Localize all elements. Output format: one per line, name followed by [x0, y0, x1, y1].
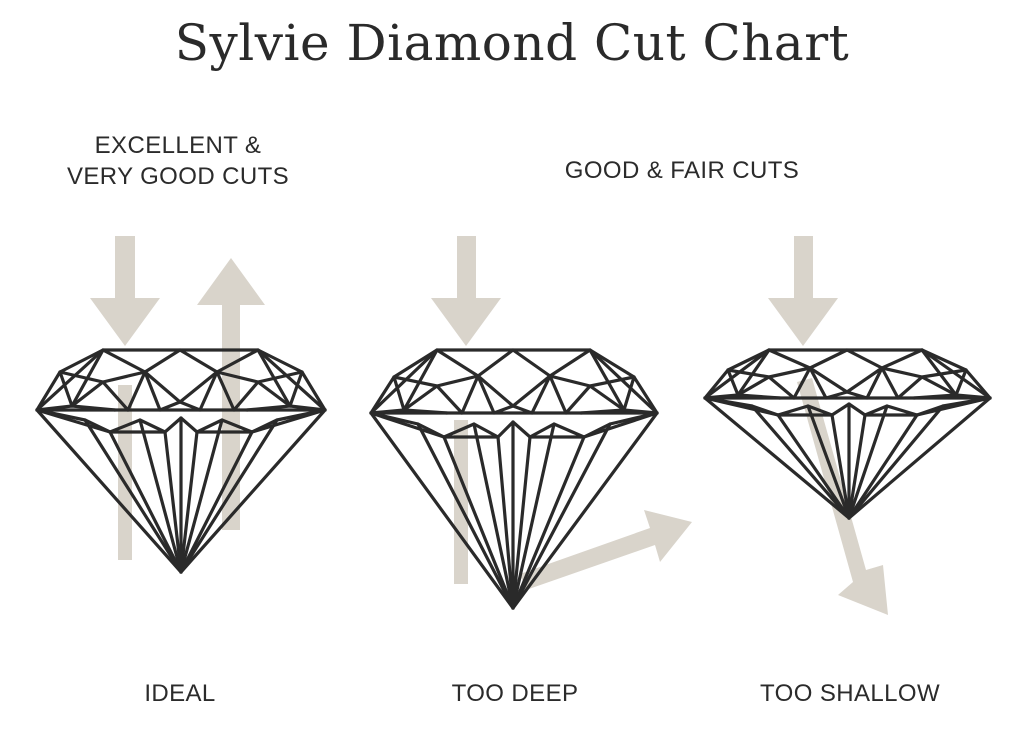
too-shallow-diamond	[703, 348, 992, 520]
ideal-return-arrow	[197, 258, 265, 530]
good-fair-label: GOOD & FAIR CUTS	[564, 157, 800, 184]
ideal-incoming-arrow	[90, 236, 160, 346]
excellent-very-good-label: EXCELLENT & VERY GOOD CUTS	[40, 130, 316, 192]
too-shallow-incoming-arrow	[768, 236, 838, 346]
too-deep-internal-ray	[454, 420, 468, 584]
too-deep-exit-arrow	[520, 510, 692, 590]
excellent-label-line1: EXCELLENT &	[94, 132, 262, 159]
too-deep-diamond	[369, 348, 659, 610]
too-deep-incoming-arrow	[431, 236, 501, 346]
too-shallow-caption: TOO SHALLOW	[760, 680, 940, 707]
ideal-diamond	[35, 348, 327, 574]
excellent-label-line2: VERY GOOD CUTS	[66, 163, 290, 190]
chart-title: Sylvie Diamond Cut Chart	[174, 14, 850, 72]
ideal-caption: IDEAL	[144, 680, 216, 707]
too-deep-caption: TOO DEEP	[451, 680, 579, 707]
